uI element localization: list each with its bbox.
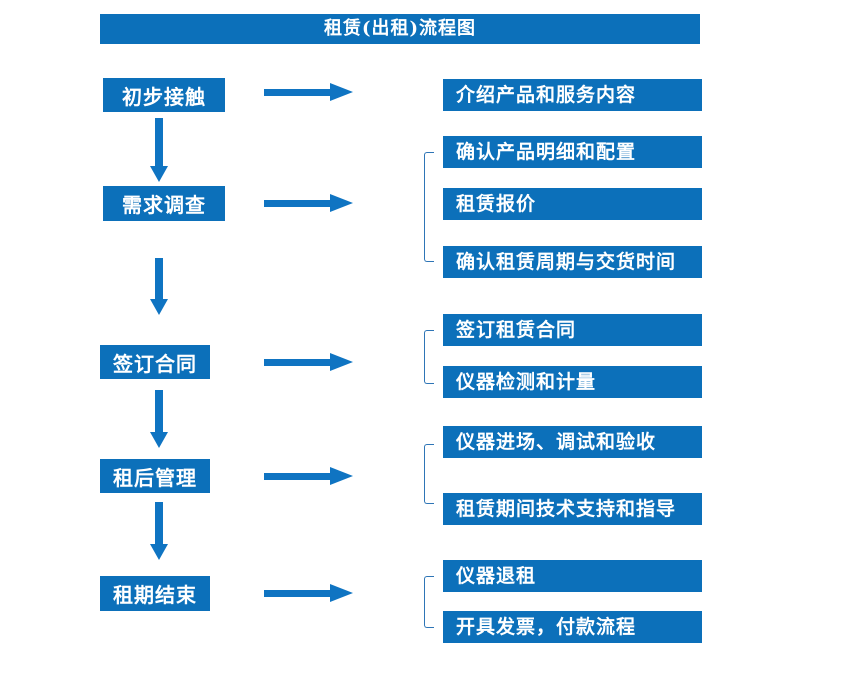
arrow-shaft [155,502,163,544]
arrow-shaft [264,88,330,96]
detail-box-sign-rental-contract: 签订租赁合同 [443,314,702,346]
detail-box-tech-support: 租赁期间技术支持和指导 [443,493,702,525]
bracket-post-rental-group [424,444,434,504]
arrow-down-3-icon [150,390,168,448]
arrow-shaft [155,390,163,432]
arrow-shaft [264,358,330,366]
bracket-demand-survey-group [424,152,434,262]
arrow-down-1-icon [150,118,168,182]
detail-box-rental-quote: 租赁报价 [443,188,702,220]
arrow-shaft [155,258,163,299]
detail-box-instrument-testing: 仪器检测和计量 [443,366,702,398]
arrow-right-2-icon [264,194,353,212]
arrow-shaft [155,118,163,166]
arrow-right-4-icon [264,467,353,485]
arrow-right-3-icon [264,353,353,371]
arrow-shaft [264,472,330,480]
arrow-head [330,353,353,371]
arrow-head [150,166,168,182]
bracket-rental-end-group [424,576,434,628]
arrow-head [330,83,353,101]
detail-box-confirm-period-delivery: 确认租赁周期与交货时间 [443,246,702,278]
detail-box-confirm-product-details: 确认产品明细和配置 [443,136,702,168]
arrow-right-5-icon [264,584,353,602]
detail-box-instrument-return: 仪器退租 [443,560,702,592]
step-box-initial-contact: 初步接触 [103,78,225,112]
arrow-head [330,194,353,212]
detail-box-introduce-products: 介绍产品和服务内容 [443,79,702,111]
arrow-down-4-icon [150,502,168,560]
step-box-sign-contract: 签订合同 [100,345,210,379]
arrow-head [150,432,168,448]
arrow-head [150,299,168,315]
step-box-demand-survey: 需求调查 [103,186,225,221]
arrow-down-2-icon [150,258,168,315]
arrow-head [330,467,353,485]
arrow-head [150,544,168,560]
step-box-rental-end: 租期结束 [100,576,210,611]
arrow-shaft [264,589,330,597]
arrow-shaft [264,199,330,207]
detail-box-instrument-entry-debug: 仪器进场、调试和验收 [443,426,702,458]
arrow-head [330,584,353,602]
detail-box-invoice-payment: 开具发票，付款流程 [443,611,702,643]
flowchart-title: 租赁(出租)流程图 [100,14,700,44]
step-box-post-rental-management: 租后管理 [100,459,210,493]
arrow-right-1-icon [264,83,353,101]
bracket-sign-contract-group [424,330,434,384]
